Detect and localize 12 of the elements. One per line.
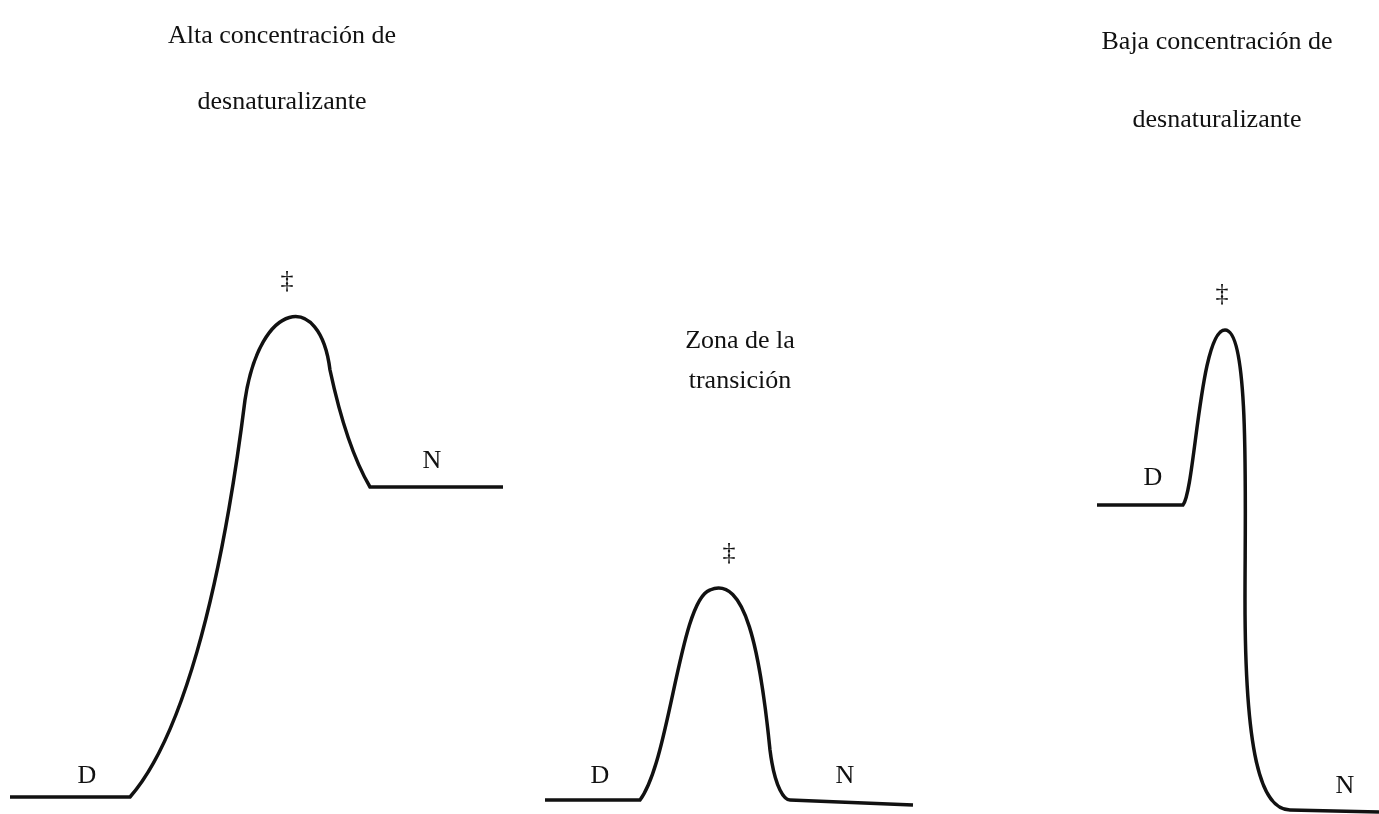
region-label: Zona de la transición xyxy=(684,324,796,396)
condition-heading: Alta concentración de desnaturalizante xyxy=(166,19,398,117)
state-label: D xyxy=(77,760,97,790)
state-label: N xyxy=(1335,770,1355,800)
condition-heading: Baja concentración de desnaturalizante xyxy=(1100,25,1334,135)
transition-state-symbol: ‡ xyxy=(1215,278,1229,308)
state-label: D xyxy=(590,760,610,790)
state-label: N xyxy=(422,445,442,475)
transition-state-symbol: ‡ xyxy=(280,265,294,295)
state-label: D xyxy=(1143,462,1163,492)
state-label: N xyxy=(835,760,855,790)
transition-state-symbol: ‡ xyxy=(722,537,736,567)
